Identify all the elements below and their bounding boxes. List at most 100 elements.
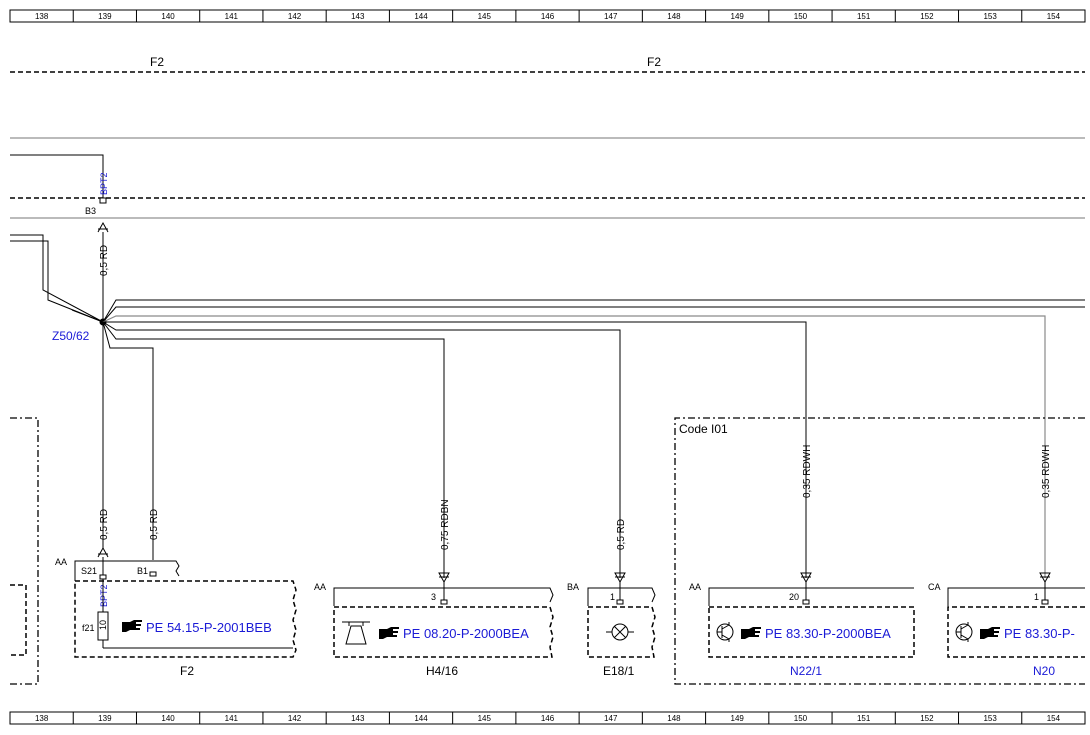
connector-b1: B1 [137,566,148,576]
ruler-column-label: 144 [414,714,428,723]
connector-pin [149,571,157,577]
connector-pin-e18: 1 [610,592,615,602]
connector-pin [99,197,107,204]
ruler-column-label: 147 [604,12,618,21]
f2-box [74,580,297,658]
ruler-column-label: 146 [541,12,555,21]
pointing-hand-icon[interactable] [980,627,1000,639]
connector-aa-n22: AA [689,582,701,592]
socket-arrow [438,572,450,584]
connector-pin-n20: 1 [1034,592,1039,602]
wire-label-f2-b: 0,5 RD [149,509,160,540]
fuse-label-right: F2 [647,55,661,69]
plug-arrow [97,221,109,233]
connector-housing [708,587,914,606]
f2-ref-link[interactable]: PE 54.15-P-2001BEB [146,620,272,635]
connector-bpt2-f2: BPT2 [99,584,109,607]
ruler-column-label: 146 [541,714,555,723]
h4-ref-link[interactable]: PE 08.20-P-2000BEA [403,626,529,641]
wire-left-3 [71,309,104,323]
ruler-column-label: 151 [857,714,871,723]
e18-box [587,606,656,658]
ruler-column-label: 151 [857,12,871,21]
pointing-hand-icon[interactable] [122,620,142,632]
ruler-column-label: 145 [478,12,492,21]
connector-aa-f2: AA [55,557,67,567]
fuse-id-label: f21 [82,623,95,633]
fuse-label-left: F2 [150,55,164,69]
wire-label-n20: 0,35 RDWH [1041,445,1052,498]
wire-label-e18: 0,5 RD [616,519,627,550]
ruler-column-label: 149 [731,714,745,723]
connector-housing [333,587,554,606]
socket-arrow [1039,572,1051,584]
ruler-column-label: 141 [225,714,239,723]
connector-pin [440,599,448,605]
ruler-column-label: 148 [667,714,681,723]
f2-name: F2 [180,664,194,678]
left-code-box [10,417,39,685]
ruler-column-label: 154 [1047,12,1061,21]
wire-to-f2-b1 [102,321,154,560]
wire-label-h4: 0,75 RDBN [440,499,451,550]
ruler-column-label: 143 [351,12,365,21]
ruler-column-label: 141 [225,12,239,21]
wire-label-n22: 0,35 RDWH [802,445,813,498]
wire-to-h4 [102,321,445,578]
lamp-icon [606,623,634,641]
connector-pin [802,599,810,605]
n22-name[interactable]: N22/1 [790,664,822,678]
n20-ref-link[interactable]: PE 83.30-P- [1004,626,1075,641]
n22-box [708,606,915,658]
ruler-column-label: 149 [731,12,745,21]
ruler-column-label: 140 [161,714,175,723]
ruler-column-label: 153 [983,12,997,21]
ruler-column-label: 150 [794,12,808,21]
ruler-column-label: 138 [35,12,49,21]
wire-label-f2-a: 0,5 RD [99,509,110,540]
plug-arrow [97,546,109,558]
connector-pin [1041,599,1049,605]
ruler-column-label: 140 [161,12,175,21]
ruler-column-label: 138 [35,714,49,723]
ruler-column-label: 142 [288,12,302,21]
wire-to-e18 [102,321,621,578]
n20-name[interactable]: N20 [1033,664,1055,678]
ruler-column-label: 152 [920,714,934,723]
ruler-column-label: 148 [667,12,681,21]
horn-icon [342,621,370,645]
wire-fan-2 [102,306,1085,323]
ruler-column-label: 150 [794,714,808,723]
connector-bpt2-top: BPT2 [99,172,109,195]
e18-name: E18/1 [603,664,635,678]
pointing-hand-icon[interactable] [741,627,761,639]
ruler-frame [9,9,1086,23]
wire-label-top: 0,5 RD [99,245,110,276]
splice-label: Z50/62 [52,329,90,343]
code-box-label: Code I01 [679,422,728,436]
connector-pin-h4: 3 [431,592,436,602]
socket-arrow [614,572,626,584]
pointing-hand-icon[interactable] [379,627,399,639]
transistor-icon [716,622,734,642]
n20-box [947,606,1085,658]
ruler-column-label: 153 [983,714,997,723]
connector-aa-h4: AA [314,582,326,592]
n22-ref-link[interactable]: PE 83.30-P-2000BEA [765,626,891,641]
ruler-column-label: 139 [98,12,112,21]
transistor-icon [955,622,973,642]
wire-left-1 [10,234,104,323]
h4-box [333,606,554,658]
ruler-column-label: 147 [604,714,618,723]
ruler-column-label: 139 [98,714,112,723]
connector-pin-n22: 20 [789,592,799,602]
wire-to-n20 [102,315,1046,578]
connector-b3: B3 [85,206,96,216]
fuse-icon [97,611,109,648]
left-component-box [10,584,27,656]
socket-arrow [800,572,812,584]
wire-top-feed [10,154,104,198]
ruler-column-label: 152 [920,12,934,21]
